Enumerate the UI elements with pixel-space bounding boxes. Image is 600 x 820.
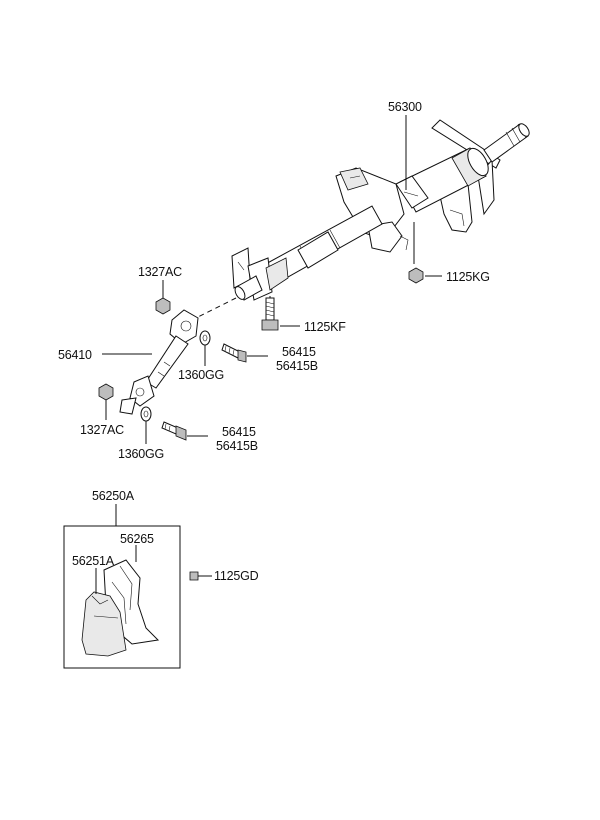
- label-56415-upper: 56415: [282, 345, 316, 359]
- washer-1360gg-lower: [140, 406, 152, 444]
- label-1327ac-upper: 1327AC: [138, 265, 182, 279]
- screw-1125gd: [189, 571, 212, 581]
- label-56250a: 56250A: [92, 489, 135, 503]
- bolt-56415-upper: [221, 343, 268, 363]
- label-56251a: 56251A: [72, 554, 115, 568]
- nut-1327ac-upper: [155, 280, 171, 315]
- bolt-56415-lower: [161, 421, 208, 441]
- label-1360gg-upper: 1360GG: [178, 368, 224, 382]
- bolt-1125kf: [261, 297, 300, 331]
- label-1360gg-lower: 1360GG: [118, 447, 164, 461]
- label-56415b-lower: 56415B: [216, 439, 258, 453]
- shroud-assembly-56250a: [63, 504, 181, 669]
- steering-column-assembly: [195, 115, 530, 322]
- label-56415b-upper: 56415B: [276, 359, 318, 373]
- label-1125kg: 1125KG: [446, 270, 490, 284]
- label-56410: 56410: [58, 348, 92, 362]
- label-56415-lower: 56415: [222, 425, 256, 439]
- intermediate-shaft-56410: [102, 309, 199, 415]
- nut-1327ac-lower: [98, 383, 114, 420]
- nut-1125kg: [408, 267, 442, 284]
- label-56300: 56300: [388, 100, 422, 114]
- label-1125gd: 1125GD: [214, 569, 259, 583]
- label-56265: 56265: [120, 532, 154, 546]
- label-1125kf: 1125KF: [304, 320, 346, 334]
- label-1327ac-lower: 1327AC: [80, 423, 124, 437]
- washer-1360gg-upper: [199, 330, 211, 366]
